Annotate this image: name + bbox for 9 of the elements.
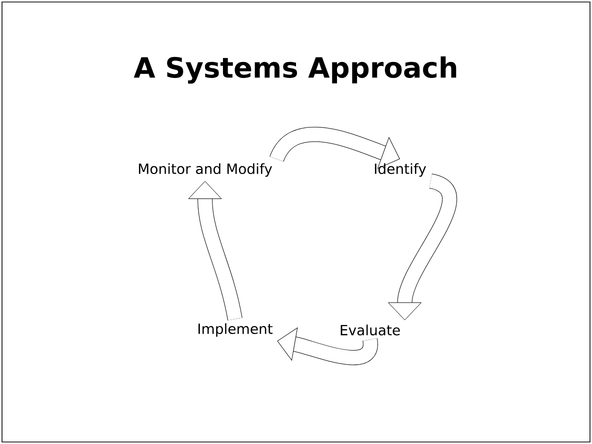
curved-block-arrow [277, 328, 378, 365]
step-label: Implement [198, 323, 273, 337]
curved-block-arrow [188, 181, 242, 320]
title: A Systems Approach [134, 56, 456, 84]
curved-block-arrow [388, 174, 458, 320]
step-label: Monitor and Modify [138, 163, 272, 177]
curved-block-arrow [270, 126, 400, 169]
step-label: Evaluate [340, 324, 400, 336]
step-label: Identify [374, 163, 426, 177]
